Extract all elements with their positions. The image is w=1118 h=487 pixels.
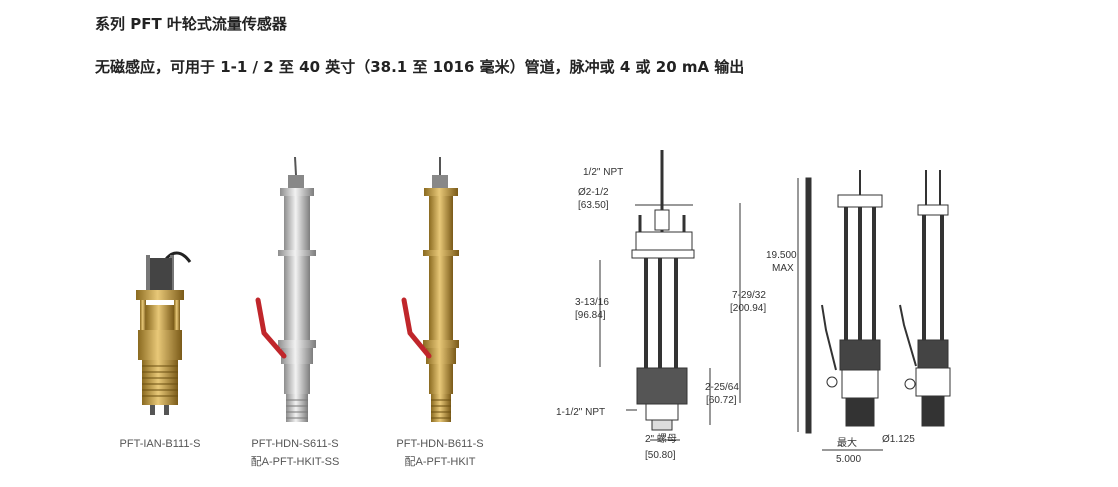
product-3-kit: 配A-PFT-HKIT [405, 455, 476, 468]
sensor-pft-ian-photo [136, 251, 192, 415]
product-2-model: PFT-HDN-S611-S [251, 438, 338, 450]
height2-mm-label: [200.94] [730, 303, 766, 314]
width-value-label: 5.000 [836, 454, 861, 465]
diameter-mm-label: [63.50] [578, 200, 609, 211]
page-subtitle: 无磁感应，可用于 1-1 / 2 至 40 英寸（38.1 至 1016 毫米）… [95, 58, 745, 76]
sensor-pft-hdn-s-photo [255, 156, 316, 422]
sensor-pft-hdn-b-photo [401, 157, 459, 422]
dimension-labels: 1/2" NPT Ø2-1/2 [63.50] 3-13/16 [96.84] … [556, 167, 915, 465]
total-height-max-label: MAX [772, 263, 794, 274]
height1-inch-label: 3-13/16 [575, 297, 609, 308]
diameter-inch-label: Ø2-1/2 [578, 187, 609, 198]
product-3-model: PFT-HDN-B611-S [396, 438, 483, 450]
width-label: 最大 [837, 436, 857, 449]
product-2-kit: 配A-PFT-HKIT-SS [251, 455, 340, 468]
nut-mm-label: [50.80] [645, 450, 676, 461]
nut-inch-label: 2" 螺母 [645, 433, 677, 445]
height1-mm-label: [96.84] [575, 310, 606, 321]
height2-inch-label: 7-29/32 [732, 290, 766, 301]
npt-bottom-label: 1-1/2" NPT [556, 407, 605, 418]
page-title: 系列 PFT 叶轮式流量传感器 [95, 15, 287, 33]
product-1-model: PFT-IAN-B111-S [120, 438, 201, 450]
dimension-drawing [599, 150, 951, 451]
npt-top-label: 1/2" NPT [583, 167, 623, 178]
captions: PFT-IAN-B111-S PFT-HDN-S611-S 配A-PFT-HKI… [120, 438, 484, 468]
height3-inch-label: 2-25/64 [705, 382, 739, 393]
small-diameter-label: Ø1.125 [882, 434, 915, 445]
total-height-label: 19.500 [766, 250, 797, 261]
height3-mm-label: [60.72] [706, 395, 737, 406]
